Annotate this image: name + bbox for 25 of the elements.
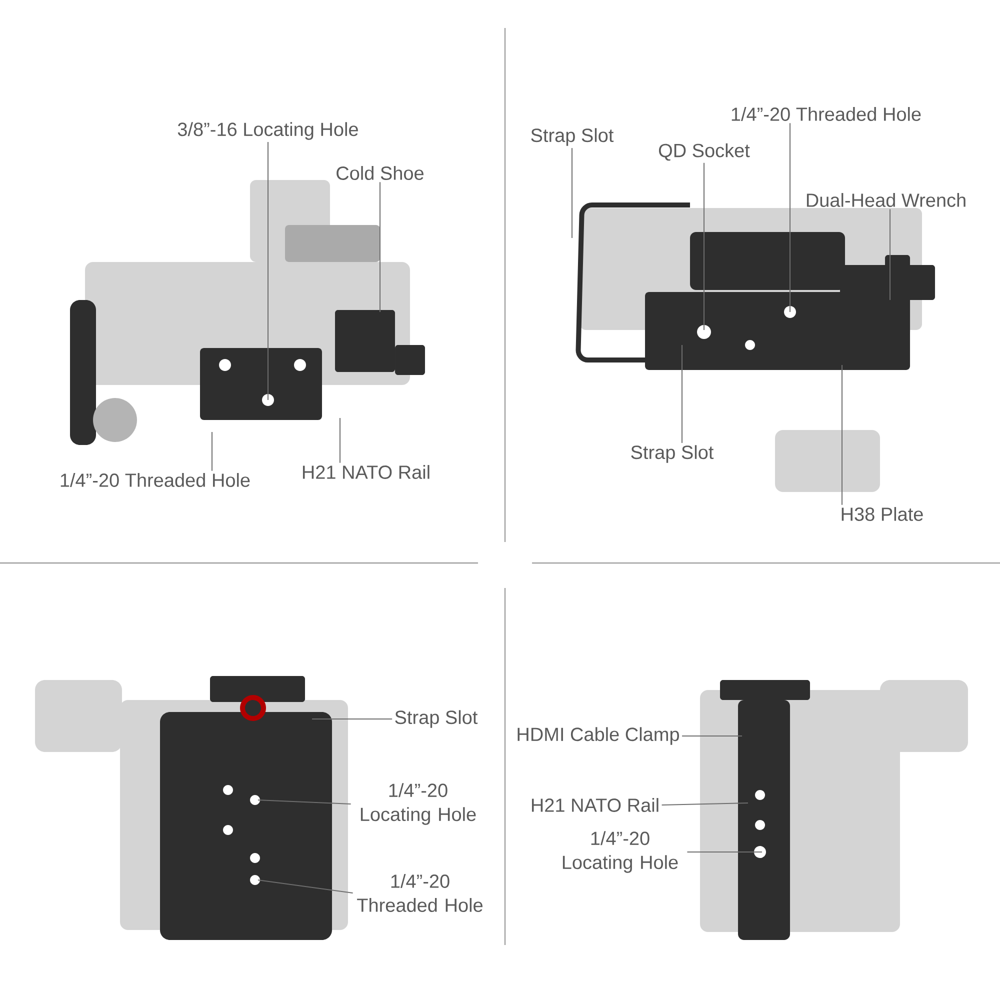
callout-label: H38 Plate [842,507,923,521]
callout-label: 1/4”-20 Threaded Hole [732,107,921,121]
camera-cage-drawing [35,676,348,940]
callout-label: 1/4”-20 Threaded Hole [357,874,482,912]
callout-label: H21 NATO Rail [302,465,430,479]
callout-label: Strap Slot [395,710,478,728]
callout-label: HDMI Cable Clamp [518,727,679,745]
leader-line [790,122,791,312]
callout-label: 3/8”-16 Locating Hole [178,122,358,140]
callout-label: 1/4”-20 Locating Hole [360,783,476,825]
camera-cage-drawing [70,180,425,445]
leader-line [661,802,748,806]
leader-line [890,208,891,300]
leader-line [312,718,393,720]
callout-label: QD Socket [658,143,750,161]
callout-label: 1/4”-20 Threaded Hole [60,473,250,487]
callout-label: Strap Slot [631,445,714,463]
callout-label: 1/4”-20 Locating Hole [562,831,678,873]
camera-cage-drawing [700,680,968,940]
callout-label: H21 NATO Rail [532,798,658,812]
callout-label: Cold Shoe [336,166,424,180]
leader-line [258,880,354,894]
callout-label: Dual-Head Wrench [806,193,966,207]
callout-label: Strap Slot [531,128,614,146]
leader-line [258,800,352,804]
